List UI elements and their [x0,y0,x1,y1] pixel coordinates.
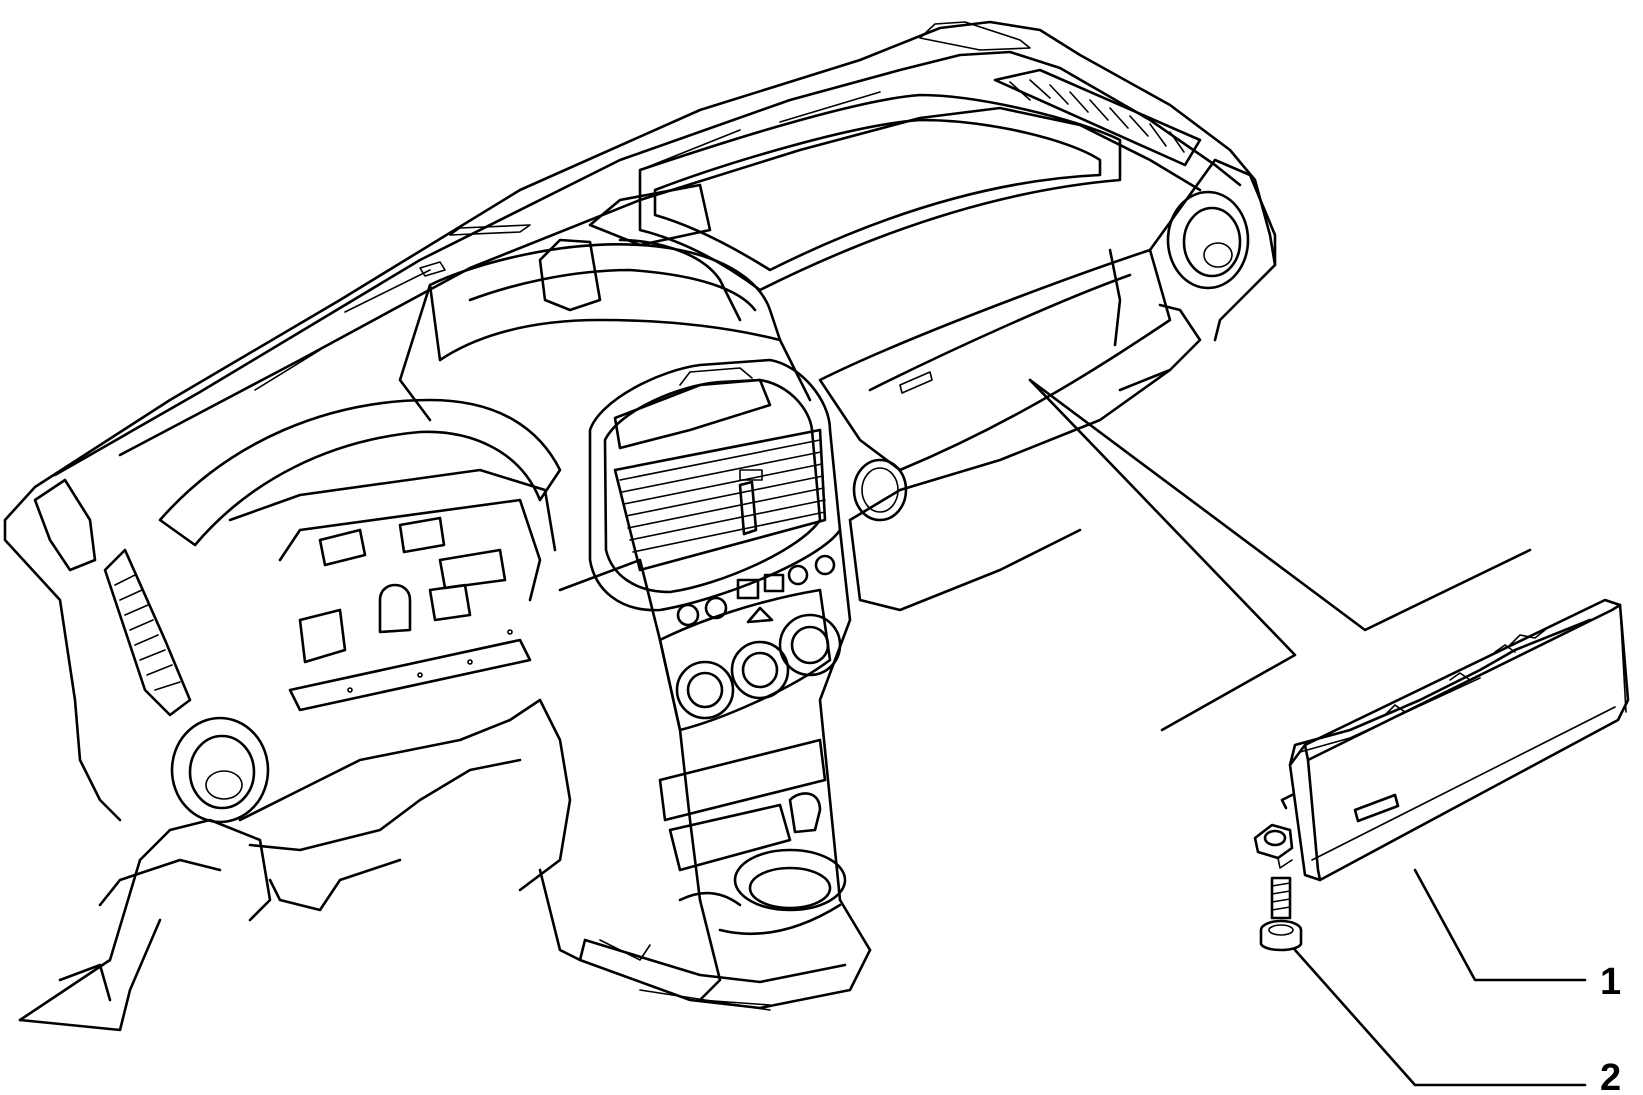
part-2-screw [1259,876,1303,952]
part-1-glovebox-lid [1288,598,1630,882]
callout-number-2: 2 [1600,1057,1621,1095]
callout-number-1: 1 [1600,961,1621,1003]
explode-leader-lines [1028,378,1532,732]
mounting-clip [1253,793,1294,869]
callout-2-leader [1293,948,1587,1087]
callout-1-leader [1413,868,1587,982]
dashboard-panel [3,20,1277,1032]
